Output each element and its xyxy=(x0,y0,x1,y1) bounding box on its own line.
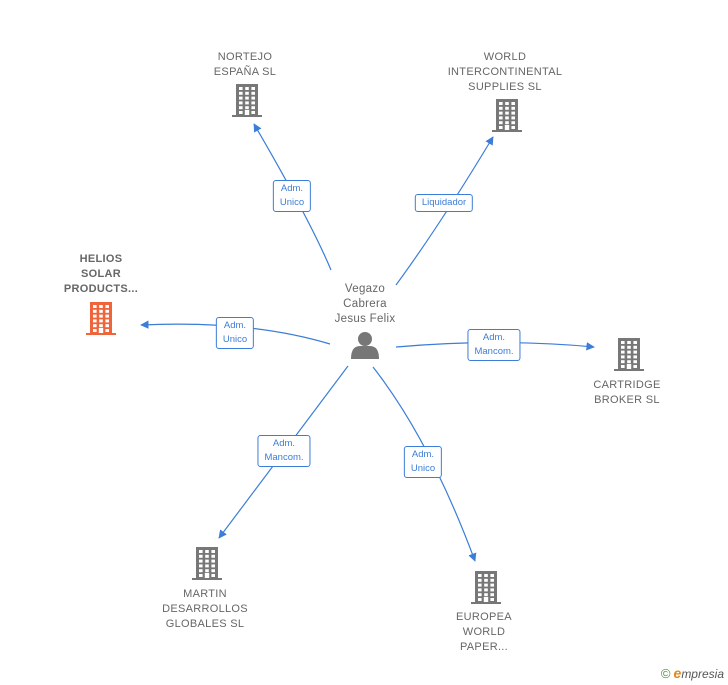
edge-label-martin-line: Adm. xyxy=(272,438,296,449)
company-label-world[interactable]: WORLD INTERCONTINENTAL SUPPLIES SL xyxy=(448,50,563,95)
company-label-helios-line: PRODUCTS... xyxy=(63,283,139,295)
edge-label-europea-line: Unico xyxy=(410,463,436,474)
footer-brand: © empresia xyxy=(661,665,724,681)
company-label-world-line: INTERCONTINENTAL xyxy=(447,66,563,78)
edge-label-nortejo-line: Unico xyxy=(279,197,305,208)
helios-building-icon[interactable] xyxy=(86,302,116,335)
cartridge-building-icon[interactable] xyxy=(614,338,644,371)
edge-label-nortejo-line: Adm. xyxy=(280,183,304,194)
company-label-nortejo-line: ESPAÑA SL xyxy=(213,66,277,78)
world-building-icon[interactable] xyxy=(492,99,522,132)
edge-label-nortejo: Adm. Unico xyxy=(272,180,312,212)
europea-building-icon[interactable] xyxy=(471,571,501,604)
edge-label-cartridge-line: Mancom. xyxy=(474,346,514,357)
edge-label-martin-line: Mancom. xyxy=(264,452,304,463)
company-label-martin-line: DESARROLLOS xyxy=(162,603,248,615)
company-label-europea-line: EUROPEA xyxy=(456,611,512,623)
company-label-martin-line: MARTIN xyxy=(183,588,227,600)
edge-label-europea-line: Adm. xyxy=(411,449,435,460)
company-label-cartridge[interactable]: CARTRIDGE BROKER SL xyxy=(593,378,660,408)
company-label-helios-line: SOLAR xyxy=(80,268,121,280)
company-label-cartridge-line: CARTRIDGE xyxy=(593,379,661,391)
center-person-label-line: Vegazo xyxy=(344,283,386,295)
brand-logo[interactable]: empresia xyxy=(673,665,724,681)
company-label-europea-line: PAPER... xyxy=(459,641,509,653)
company-label-helios-line: HELIOS xyxy=(79,253,123,265)
person-icon[interactable] xyxy=(351,332,379,359)
edge-label-helios-line: Adm. xyxy=(223,320,247,331)
edge-label-cartridge: Adm. Mancom. xyxy=(467,329,521,361)
company-label-martin-line: GLOBALES SL xyxy=(165,618,245,630)
edge-label-martin: Adm. Mancom. xyxy=(257,435,311,467)
edge-label-world: Liquidador xyxy=(414,194,474,212)
company-label-europea-line: WORLD xyxy=(462,626,506,638)
edge-to-world xyxy=(395,136,494,286)
edge-label-cartridge-line: Adm. xyxy=(482,332,506,343)
edge-label-europea: Adm. Unico xyxy=(403,446,443,478)
company-label-world-line: SUPPLIES SL xyxy=(468,81,542,93)
center-person-label-line: Cabrera xyxy=(343,298,387,310)
center-person-label-line: Jesus Felix xyxy=(334,313,396,325)
martin-building-icon[interactable] xyxy=(192,547,222,580)
edge-label-world-line: Liquidador xyxy=(421,197,467,208)
edge-label-helios: Adm. Unico xyxy=(215,317,255,349)
company-label-nortejo-line: NORTEJO xyxy=(217,51,273,63)
company-label-helios[interactable]: HELIOS SOLAR PRODUCTS... xyxy=(64,252,138,297)
company-label-europea[interactable]: EUROPEA WORLD PAPER... xyxy=(456,610,512,655)
edge-label-helios-line: Unico xyxy=(222,334,248,345)
company-label-cartridge-line: BROKER SL xyxy=(594,394,660,406)
copyright-symbol: © xyxy=(660,665,671,681)
nortejo-building-icon[interactable] xyxy=(232,84,262,117)
company-label-martin[interactable]: MARTIN DESARROLLOS GLOBALES SL xyxy=(162,587,248,632)
company-label-world-line: WORLD xyxy=(483,51,527,63)
company-label-nortejo[interactable]: NORTEJO ESPAÑA SL xyxy=(214,50,276,80)
